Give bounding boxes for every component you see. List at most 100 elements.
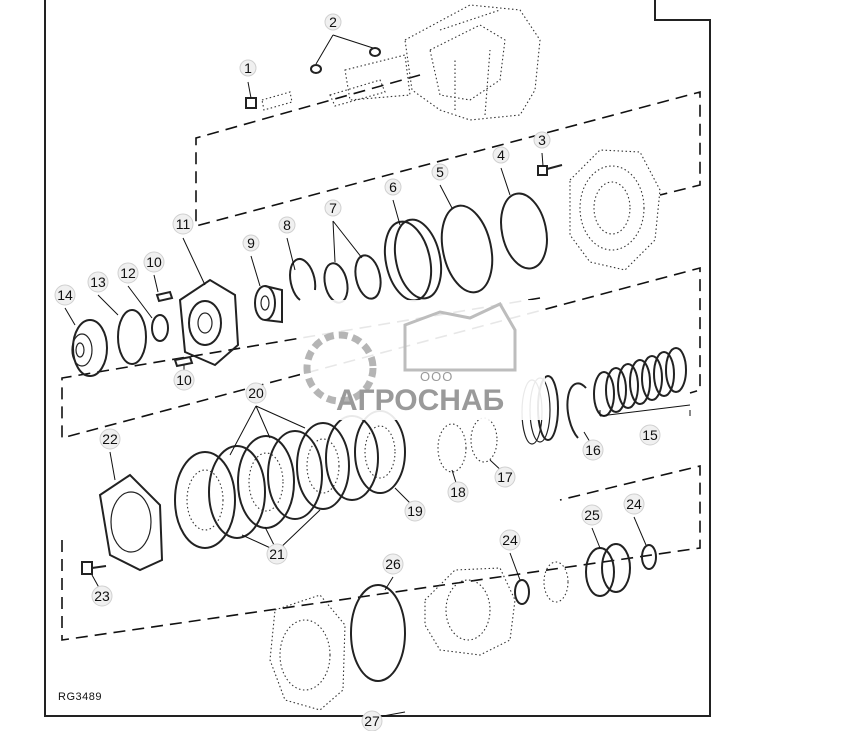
callout-label: 25 xyxy=(584,507,600,523)
callout-c24a: 24 xyxy=(499,529,521,551)
callout-c26: 26 xyxy=(382,553,404,575)
spring-pack-item-15 xyxy=(593,347,687,417)
callout-bubble xyxy=(623,493,645,515)
drawing-frame xyxy=(44,0,711,717)
callout-c6: 6 xyxy=(384,178,402,196)
callout-label: 4 xyxy=(497,147,505,163)
callout-c22: 22 xyxy=(99,428,121,450)
callout-bubble xyxy=(324,199,342,217)
callout-bubble xyxy=(581,504,603,526)
callout-c1: 1 xyxy=(239,59,257,77)
callout-bubble xyxy=(87,271,109,293)
callout-c16: 16 xyxy=(582,439,604,461)
callout-c8: 8 xyxy=(278,216,296,234)
screw-and-washers xyxy=(245,47,386,111)
callout-label: 19 xyxy=(407,503,423,519)
callout-c17: 17 xyxy=(494,466,516,488)
callout-label: 24 xyxy=(502,532,518,548)
bolt-item-3 xyxy=(537,164,563,176)
snap-ring-item-16 xyxy=(566,382,587,439)
drawing-reference-code: RG3489 xyxy=(58,691,102,703)
callout-label: 13 xyxy=(90,274,106,290)
callout-bubble xyxy=(99,428,121,450)
callout-label: 20 xyxy=(248,385,264,401)
callout-c14: 14 xyxy=(54,284,76,306)
callout-bubble xyxy=(447,481,469,503)
callout-c7: 7 xyxy=(324,199,342,217)
callout-bubble xyxy=(492,146,510,164)
callout-label: 26 xyxy=(385,556,401,572)
callout-label: 22 xyxy=(102,431,118,447)
dowel-pins xyxy=(155,290,194,368)
callout-c23: 23 xyxy=(91,585,113,607)
lower-housing xyxy=(269,567,516,711)
callout-c19: 19 xyxy=(404,500,426,522)
leader-lines xyxy=(64,34,691,719)
callout-bubble xyxy=(117,262,139,284)
callout-c5: 5 xyxy=(431,163,449,181)
callout-c3: 3 xyxy=(533,131,551,149)
clutch-discs xyxy=(174,410,406,549)
thrust-washers xyxy=(437,417,498,473)
callout-label: 7 xyxy=(329,200,337,216)
piston-and-seals xyxy=(71,309,169,377)
callout-label: 12 xyxy=(120,265,136,281)
callout-bubble xyxy=(404,500,426,522)
callout-bubble xyxy=(239,59,257,77)
callout-bubble xyxy=(143,251,165,273)
callout-numbers: 1234567891011121314101516171819202122232… xyxy=(54,13,661,732)
cover-plate-item-22 xyxy=(98,473,164,572)
callout-label: 23 xyxy=(94,588,110,604)
callout-bubble xyxy=(382,553,404,575)
callout-bubble xyxy=(384,178,402,196)
callout-label: 15 xyxy=(642,427,658,443)
callout-label: 11 xyxy=(176,216,191,232)
gear-item-25 xyxy=(514,543,657,605)
bolt-item-23 xyxy=(81,561,107,575)
callout-c21: 21 xyxy=(266,543,288,565)
callout-bubble xyxy=(54,284,76,306)
callout-c11: 11 xyxy=(172,213,194,235)
bearing-item-9 xyxy=(254,285,283,324)
callout-bubble xyxy=(266,543,288,565)
callout-label: 8 xyxy=(283,217,291,233)
watermark-brand-text: АГРОСНАБ xyxy=(336,384,504,417)
upper-housing xyxy=(344,4,541,121)
callout-label: 5 xyxy=(436,164,444,180)
callout-bubble xyxy=(173,369,195,391)
callout-label: 10 xyxy=(176,372,192,388)
callout-c9: 9 xyxy=(242,234,260,252)
callout-label: 3 xyxy=(538,132,546,148)
callout-label: 24 xyxy=(626,496,642,512)
callout-c13: 13 xyxy=(87,271,109,293)
callout-label: 6 xyxy=(389,179,397,195)
callout-bubble xyxy=(494,466,516,488)
callout-label: 9 xyxy=(247,235,255,251)
callout-c15: 15 xyxy=(639,424,661,446)
callout-c24b: 24 xyxy=(623,493,645,515)
callout-label: 10 xyxy=(146,254,162,270)
callout-bubble xyxy=(499,529,521,551)
callout-label: 18 xyxy=(450,484,466,500)
hub-item-11 xyxy=(178,278,240,367)
callout-c27: 27 xyxy=(361,710,383,732)
agrosnab-watermark: ООО АГРОСНАБ xyxy=(300,300,545,420)
callout-c2: 2 xyxy=(324,13,342,31)
callout-label: 2 xyxy=(329,14,337,30)
callout-bubble xyxy=(242,234,260,252)
callout-label: 17 xyxy=(497,469,513,485)
callout-label: 1 xyxy=(244,60,252,76)
callout-bubble xyxy=(582,439,604,461)
callout-label: 16 xyxy=(585,442,601,458)
callout-c10b: 10 xyxy=(173,369,195,391)
callout-bubble xyxy=(431,163,449,181)
callout-label: 14 xyxy=(57,287,73,303)
callout-c20: 20 xyxy=(245,382,267,404)
callout-c18: 18 xyxy=(447,481,469,503)
callout-bubble xyxy=(639,424,661,446)
callout-bubble xyxy=(324,13,342,31)
callout-c12: 12 xyxy=(117,262,139,284)
seal-rings xyxy=(289,192,548,304)
